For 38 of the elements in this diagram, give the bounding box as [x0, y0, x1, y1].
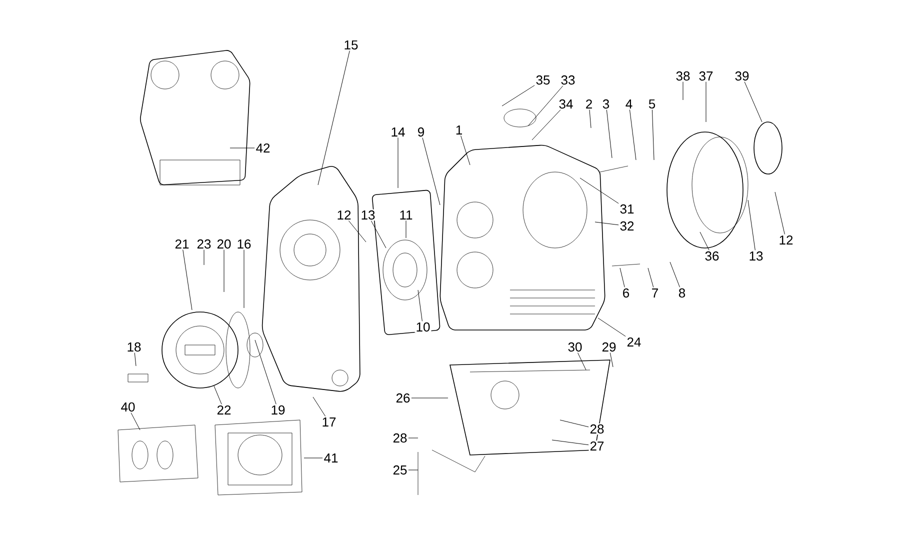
leader-line: [418, 290, 422, 322]
leader-line: [130, 412, 140, 430]
leader-line: [422, 138, 440, 206]
leader-line: [774, 192, 785, 234]
leader-line: [606, 110, 612, 158]
leader-line: [700, 232, 710, 250]
leader-line: [598, 318, 626, 337]
leader-line: [560, 420, 589, 428]
leader-line: [652, 109, 654, 160]
leader-line: [594, 222, 619, 226]
leader-line: [629, 109, 636, 160]
leader-line: [532, 110, 561, 140]
leader-line: [682, 82, 684, 100]
leader-line: [744, 82, 762, 122]
leader-line: [134, 352, 136, 366]
leader-line: [578, 352, 586, 370]
callout-number: 14: [390, 126, 406, 138]
leader-line: [670, 262, 680, 288]
leader-line: [552, 440, 589, 446]
callout-number: 17: [320, 416, 338, 428]
leader-line: [318, 50, 350, 186]
leader-line: [589, 109, 592, 128]
leader-line: [748, 200, 756, 250]
leader-line: [502, 85, 535, 106]
leader-line: [254, 340, 276, 404]
leader-line: [214, 386, 222, 404]
leader-line: [610, 352, 614, 368]
leader-line: [312, 396, 326, 417]
leader-line: [648, 268, 654, 288]
callout-number: 11: [398, 210, 414, 220]
leader-line: [580, 178, 619, 204]
leader-line: [528, 86, 564, 126]
leader-line: [460, 135, 470, 166]
leader-line: [182, 249, 192, 310]
callout-number: 41: [322, 452, 340, 464]
leader-line: [348, 220, 366, 242]
leader-line: [620, 268, 625, 288]
leader-line: [370, 220, 386, 248]
